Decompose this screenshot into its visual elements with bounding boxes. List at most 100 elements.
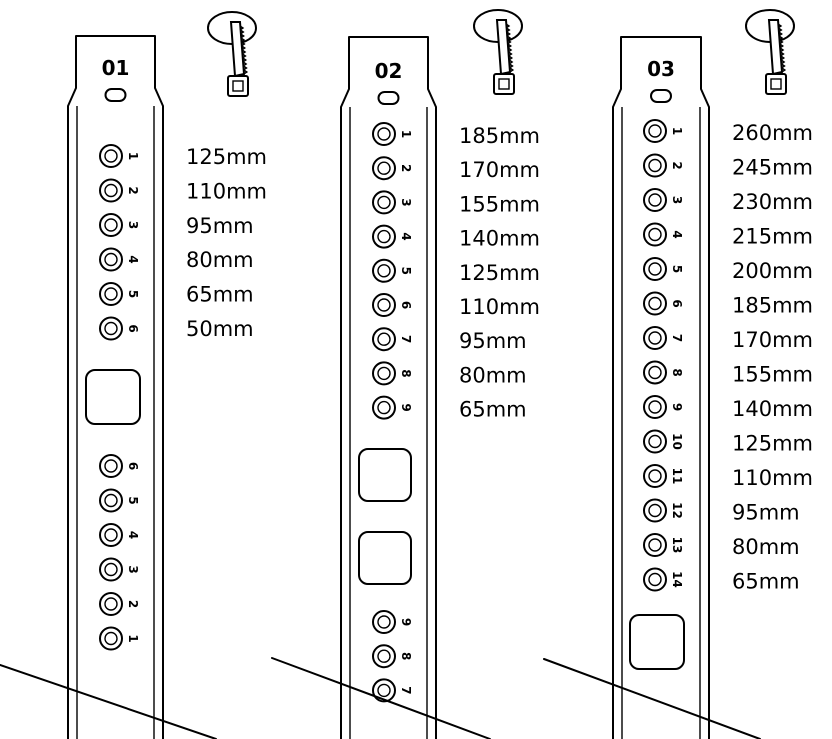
measurement-label: 125mm [186, 145, 267, 169]
measurement-label: 170mm [459, 158, 540, 182]
strip-02: 02123456789987185mm170mm155mm140mm125mm1… [271, 9, 540, 739]
hole-number: 3 [670, 196, 684, 204]
measurement-label: 65mm [186, 283, 254, 307]
hole-number: 11 [670, 468, 684, 485]
hole-number: 10 [670, 433, 684, 450]
hole-number: 1 [399, 130, 413, 138]
strip-inner-lines [76, 106, 155, 739]
measurement-label: 125mm [732, 432, 813, 456]
square-cutout [358, 448, 412, 502]
hole-number: 8 [399, 652, 413, 660]
hole-number: 6 [126, 462, 140, 470]
hole-2: 2 [372, 156, 413, 181]
slot-hole [377, 91, 400, 105]
hole-number: 9 [399, 403, 413, 411]
hole-number: 7 [399, 686, 413, 694]
hole-3: 3 [99, 557, 140, 582]
hole-3: 3 [99, 213, 140, 237]
hole-number: 5 [126, 496, 140, 504]
hole-12: 12 [643, 498, 684, 523]
hole-6: 6 [643, 291, 684, 316]
ground-line [543, 658, 761, 739]
hole-number: 6 [126, 324, 140, 332]
measurement-label: 110mm [732, 466, 813, 490]
hole-number: 8 [670, 368, 684, 376]
hole-number: 14 [670, 571, 684, 588]
measurement-label: 140mm [732, 397, 813, 421]
hole-7: 7 [643, 326, 684, 350]
hole-9: 9 [372, 395, 413, 420]
hole-number: 3 [399, 198, 413, 206]
measurement-label: 80mm [732, 535, 800, 559]
strip-number: 02 [375, 59, 403, 83]
hole-7: 7 [372, 327, 413, 352]
slot-hole [650, 89, 672, 103]
hole-2: 2 [99, 178, 140, 203]
slot-hole [104, 88, 127, 102]
strip-outline [340, 36, 437, 739]
cable-tie-icon [207, 11, 257, 97]
cable-tie-icon [745, 9, 795, 95]
square-cutout [358, 531, 412, 585]
hole-number: 9 [399, 618, 413, 626]
hole-number: 3 [126, 221, 140, 229]
hole-number: 13 [670, 537, 684, 554]
measurement-label: 260mm [732, 121, 813, 145]
hole-1: 1 [372, 122, 413, 146]
measurement-label: 230mm [732, 190, 813, 214]
hole-number: 3 [126, 565, 140, 573]
hole-14: 14 [643, 567, 684, 592]
measurement-label: 80mm [186, 248, 254, 272]
hole-9: 9 [372, 610, 413, 634]
hole-6: 6 [99, 316, 140, 341]
square-cutout [629, 614, 685, 670]
hole-number: 1 [126, 152, 140, 160]
hole-13: 13 [643, 533, 684, 557]
measurement-label: 110mm [459, 295, 540, 319]
hole-5: 5 [643, 257, 684, 281]
measurement-label: 140mm [459, 227, 540, 251]
measurement-label: 125mm [459, 261, 540, 285]
strip-number: 01 [102, 56, 130, 80]
strip-outline [612, 36, 710, 739]
measurement-label: 215mm [732, 225, 813, 249]
ground-line [271, 657, 491, 739]
measurement-label: 95mm [186, 214, 254, 238]
strip-inner-lines [621, 107, 701, 739]
hole-6: 6 [372, 293, 413, 317]
hole-1: 1 [643, 119, 684, 143]
hole-4: 4 [99, 523, 140, 547]
hole-number: 4 [670, 230, 684, 238]
hole-8: 8 [372, 644, 413, 669]
hole-number: 5 [126, 290, 140, 298]
hole-7: 7 [372, 678, 413, 703]
hole-10: 10 [643, 429, 684, 454]
strip-number: 03 [647, 57, 675, 81]
hole-number: 2 [126, 600, 140, 608]
hole-4: 4 [643, 222, 684, 247]
hole-9: 9 [643, 395, 684, 419]
measurement-label: 185mm [732, 294, 813, 318]
hole-5: 5 [99, 282, 140, 306]
measurement-label: 185mm [459, 124, 540, 148]
measurement-label: 200mm [732, 259, 813, 283]
hole-number: 7 [670, 334, 684, 342]
strip-03: 031234567891011121314260mm245mm230mm215m… [543, 9, 813, 739]
measurement-label: 95mm [459, 329, 527, 353]
hole-number: 1 [670, 127, 684, 135]
cable-tie-icon [473, 9, 523, 95]
measurement-label: 155mm [732, 363, 813, 387]
measurement-label: 65mm [732, 570, 800, 594]
hole-2: 2 [99, 592, 140, 616]
hole-number: 5 [399, 267, 413, 275]
hole-3: 3 [372, 190, 413, 215]
measurement-label: 65mm [459, 398, 527, 422]
hole-number: 6 [399, 301, 413, 309]
hole-4: 4 [99, 247, 140, 272]
hole-3: 3 [643, 188, 684, 212]
hole-5: 5 [99, 488, 140, 513]
hole-5: 5 [372, 258, 413, 283]
hole-number: 7 [399, 335, 413, 343]
